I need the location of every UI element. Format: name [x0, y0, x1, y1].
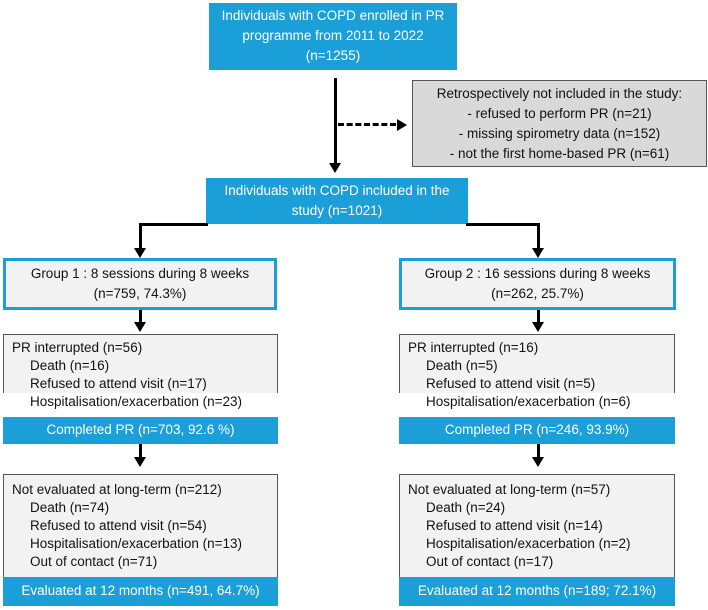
excluded-item: - refused to perform PR (n=21)	[467, 106, 652, 121]
group2-evaluated-box: Evaluated at 12 months (n=189; 72.1%)	[399, 577, 675, 606]
group2-evaluated-label: Evaluated at 12 months (n=189; 72.1%)	[417, 583, 657, 598]
group2-interrupted-title: PR interrupted (n=16)	[408, 340, 539, 355]
connector-group2-interrupted	[537, 310, 540, 324]
group1-completed-label: Completed PR (n=703, 92.6 %)	[46, 422, 235, 437]
split-left-vertical	[139, 223, 142, 250]
included-box: Individuals with COPD included in the st…	[206, 178, 468, 224]
group2-count: (n=262, 25.7%)	[491, 286, 584, 301]
group2-not-evaluated-title: Not evaluated at long-term (n=57)	[408, 482, 611, 497]
group1-not-evaluated-item: Out of contact (n=71)	[30, 554, 158, 569]
group1-not-evaluated-item: Death (n=74)	[30, 500, 110, 515]
group2-completed-label: Completed PR (n=246, 93.9%)	[444, 422, 630, 437]
connector-group1-interrupted	[139, 310, 142, 324]
excluded-item: - not the first home-based PR (n=61)	[449, 146, 670, 161]
group2-not-evaluated-item: Refused to attend visit (n=14)	[426, 518, 603, 533]
group1-not-evaluated-box: Not evaluated at long-term (n=212) Death…	[3, 474, 278, 578]
arrowhead-group1	[134, 248, 146, 258]
group1-count: (n=759, 74.3%)	[93, 286, 187, 301]
group1-not-evaluated-item: Refused to attend visit (n=54)	[30, 518, 207, 533]
group2-box: Group 2 : 16 sessions during 8 weeks (n=…	[399, 258, 676, 310]
group1-evaluated-label: Evaluated at 12 months (n=491, 64.7%)	[21, 583, 260, 598]
arrowhead-group2	[532, 248, 544, 258]
group2-interrupted-item: Refused to attend visit (n=5)	[426, 376, 596, 391]
group2-completed-box: Completed PR (n=246, 93.9%)	[399, 417, 675, 444]
enrolled-line2: programme from 2011 to 2022	[242, 28, 424, 43]
arrowhead-included	[329, 163, 341, 173]
included-line2: study (n=1021)	[291, 203, 383, 218]
group2-interrupted-item: Death (n=5)	[426, 358, 498, 373]
group1-box: Group 1 : 8 sessions during 8 weeks (n=7…	[3, 258, 277, 310]
group1-evaluated-box: Evaluated at 12 months (n=491, 64.7%)	[3, 577, 278, 606]
group1-not-evaluated-item: Hospitalisation/exacerbation (n=13)	[30, 536, 242, 551]
excluded-box: Retrospectively not included in the stud…	[412, 80, 707, 167]
connector-group1-noteval	[139, 444, 142, 459]
enrolled-line3: (n=1255)	[305, 48, 361, 63]
group2-interrupted-box: PR interrupted (n=16) Death (n=5) Refuse…	[399, 334, 675, 409]
arrowhead-excluded	[397, 119, 407, 131]
arrowhead-group2-interrupted	[532, 322, 544, 332]
group1-interrupted-item: Death (n=16)	[30, 358, 110, 373]
arrowhead-group2-noteval	[532, 457, 544, 467]
group1-completed-box: Completed PR (n=703, 92.6 %)	[3, 417, 278, 444]
arrowhead-group1-interrupted	[134, 322, 146, 332]
enrolled-box: Individuals with COPD enrolled in PR pro…	[209, 3, 457, 70]
connector-group2-noteval	[537, 444, 540, 459]
dashed-connector	[338, 123, 396, 126]
group1-interrupted-title: PR interrupted (n=56)	[12, 340, 143, 355]
split-left-horizontal	[139, 223, 208, 226]
enrolled-line1: Individuals with COPD enrolled in PR	[221, 8, 445, 23]
arrowhead-group1-noteval	[134, 457, 146, 467]
group2-not-evaluated-item: Out of contact (n=17)	[426, 554, 554, 569]
split-right-vertical	[537, 223, 540, 250]
excluded-title: Retrospectively not included in the stud…	[436, 86, 683, 101]
excluded-item: - missing spirometry data (n=152)	[458, 126, 661, 141]
group1-title: Group 1 : 8 sessions during 8 weeks	[30, 266, 250, 281]
split-right-horizontal	[466, 223, 540, 226]
group1-not-evaluated-title: Not evaluated at long-term (n=212)	[12, 482, 222, 497]
group1-interrupted-item: Refused to attend visit (n=17)	[30, 376, 207, 391]
group2-not-evaluated-box: Not evaluated at long-term (n=57) Death …	[399, 474, 675, 578]
group1-interrupted-item: Hospitalisation/exacerbation (n=23)	[30, 394, 242, 409]
group1-interrupted-box: PR interrupted (n=56) Death (n=16) Refus…	[3, 334, 278, 409]
included-line1: Individuals with COPD included in the	[224, 183, 450, 198]
group2-not-evaluated-item: Hospitalisation/exacerbation (n=2)	[426, 536, 631, 551]
group2-title: Group 2 : 16 sessions during 8 weeks	[424, 266, 651, 281]
group2-not-evaluated-item: Death (n=24)	[426, 500, 506, 515]
connector-enrolled-included	[334, 78, 337, 165]
group2-interrupted-item: Hospitalisation/exacerbation (n=6)	[426, 394, 631, 409]
